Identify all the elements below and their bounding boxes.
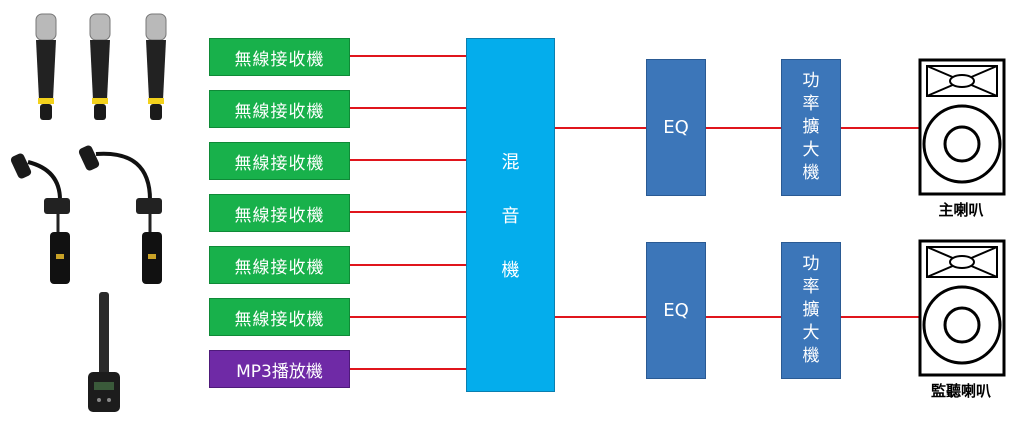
gooseneck-clip-microphone-icon — [78, 145, 162, 284]
speaker-cabinet-icon — [918, 239, 1006, 377]
eq-monitor-label: EQ — [663, 300, 689, 321]
eq-monitor: EQ — [646, 242, 706, 379]
amplifier-monitor: 功 率 擴 大 機 — [781, 242, 841, 379]
receiver-3-label: 無線接收機 — [234, 153, 325, 174]
eq-main: EQ — [646, 59, 706, 196]
receiver-1-label: 無線接收機 — [234, 49, 325, 70]
receiver-5: 無線接收機 — [209, 246, 350, 284]
mp3-player-label: MP3播放機 — [236, 361, 323, 382]
amp-main-char-4: 大 — [802, 140, 820, 160]
mixer: 混 音 機 — [466, 38, 555, 392]
receiver-2: 無線接收機 — [209, 90, 350, 128]
receiver-6-label: 無線接收機 — [234, 309, 325, 330]
handheld-microphone-icon — [35, 13, 57, 120]
gooseneck-clip-microphone-icon — [10, 153, 70, 284]
mp3-player: MP3播放機 — [209, 350, 350, 388]
speaker-monitor-label: 監聽喇叭 — [930, 382, 991, 400]
amp-monitor-char-4: 大 — [802, 323, 820, 343]
microphone-column — [10, 13, 167, 412]
shotgun-microphone-transmitter-icon — [88, 292, 120, 412]
mixer-label-char-3: 機 — [501, 260, 520, 281]
amp-monitor-char-3: 擴 — [802, 300, 820, 320]
receiver-3: 無線接收機 — [209, 142, 350, 180]
receiver-1: 無線接收機 — [209, 38, 350, 76]
receiver-6: 無線接收機 — [209, 298, 350, 336]
amplifier-main: 功 率 擴 大 機 — [781, 59, 841, 196]
eq-main-label: EQ — [663, 117, 689, 138]
amp-main-char-5: 機 — [802, 163, 820, 183]
amp-monitor-char-2: 率 — [802, 277, 820, 297]
mixer-label-char-1: 混 — [501, 152, 520, 173]
amp-main-char-3: 擴 — [802, 117, 820, 137]
speaker-main-label: 主喇叭 — [938, 201, 984, 219]
receiver-5-label: 無線接收機 — [234, 257, 325, 278]
handheld-microphone-icon — [89, 13, 111, 120]
speaker-cabinet-icon — [918, 58, 1006, 196]
mixer-label-char-2: 音 — [501, 206, 520, 227]
receiver-2-label: 無線接收機 — [234, 101, 325, 122]
handheld-microphone-icon — [145, 13, 167, 120]
amp-main-char-2: 率 — [802, 94, 820, 114]
amp-main-char-1: 功 — [802, 71, 820, 91]
receiver-4: 無線接收機 — [209, 194, 350, 232]
receiver-4-label: 無線接收機 — [234, 205, 325, 226]
amp-monitor-char-5: 機 — [802, 346, 820, 366]
amp-monitor-char-1: 功 — [802, 254, 820, 274]
